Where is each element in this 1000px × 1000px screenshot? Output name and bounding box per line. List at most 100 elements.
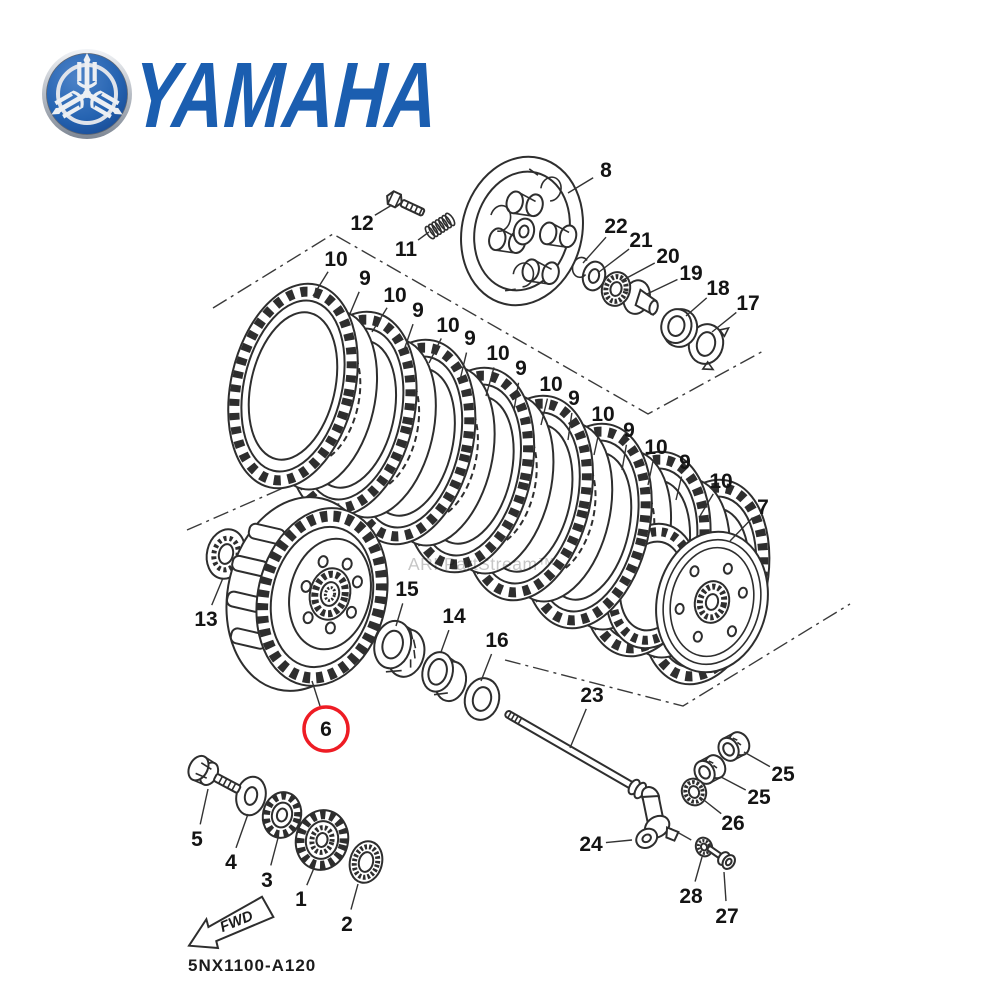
callout-label-22: 22 (604, 215, 627, 238)
part-code-label: 5NX1100-A120 (188, 956, 316, 975)
callout-label-21: 21 (629, 229, 653, 252)
leader-line (485, 367, 495, 397)
callout-label-28: 28 (679, 885, 703, 908)
leader-line (417, 231, 430, 241)
bolt-5-part (187, 754, 242, 794)
callout-label-10: 10 (436, 314, 459, 337)
leader-line (593, 428, 601, 456)
screw-27-part (706, 845, 736, 870)
spacer-18-part (660, 308, 699, 348)
leader-line (582, 236, 607, 264)
callout-label-9: 9 (515, 357, 527, 380)
leader-line (598, 248, 630, 273)
collar-19-part (622, 279, 659, 317)
bearing-25b-part (693, 754, 727, 785)
highlight-circle (302, 705, 350, 753)
gear-1-part (294, 809, 350, 871)
leader-line (199, 788, 209, 825)
callout-label-9: 9 (568, 387, 580, 410)
leader-line (312, 271, 329, 297)
callout-label-17: 17 (736, 292, 759, 315)
push-rod-23-part (504, 710, 655, 802)
leader-line (711, 311, 737, 333)
leader-line (567, 412, 573, 441)
leader-line (403, 323, 414, 351)
callout-label-11: 11 (395, 238, 418, 261)
oil-seal-26-part (680, 777, 708, 807)
friction-plate-part (227, 282, 359, 490)
logo-wordmark: YAMAHA (123, 43, 450, 146)
phantom-line (212, 233, 766, 415)
callout-label-10: 10 (486, 342, 509, 365)
bearing-2-part (348, 840, 384, 884)
leader-line (605, 839, 633, 844)
spring-11-part (424, 212, 456, 240)
callout-label-9: 9 (412, 299, 424, 322)
leader-line (428, 338, 442, 364)
callout-label-10: 10 (324, 248, 347, 271)
callout-label-26: 26 (721, 812, 744, 835)
clutch-boss-7-part (655, 530, 769, 674)
callout-label-16: 16 (485, 629, 508, 652)
callout-label-19: 19 (679, 262, 702, 285)
leader-line (371, 307, 388, 333)
highlight-layer: 6 (302, 680, 350, 753)
callout-label-27: 27 (715, 905, 738, 928)
callout-label-10: 10 (383, 284, 406, 307)
phantom-line (504, 603, 851, 707)
leader-line (720, 776, 747, 791)
callout-label-20: 20 (656, 245, 679, 268)
callout-label-9: 9 (464, 327, 476, 350)
callout-label-4: 4 (225, 851, 237, 874)
callout-label-14: 14 (442, 605, 466, 628)
callout-label-25: 25 (747, 786, 771, 809)
spacer-14-part (421, 651, 468, 703)
watermark-text: ARI PartStream™ (408, 554, 556, 574)
leader-line (350, 883, 359, 910)
callout-label-2: 2 (341, 913, 353, 936)
callout-label-6-highlighted: 6 (320, 718, 332, 741)
callout-label-3: 3 (261, 869, 273, 892)
leader-line (540, 398, 549, 426)
lock-washer-17-part (685, 323, 731, 371)
logo-emblem (42, 49, 132, 139)
leader-line (646, 278, 678, 295)
leader-line (395, 603, 404, 627)
yamaha-logo: YAMAHA (42, 43, 450, 146)
leader-line (675, 476, 683, 501)
callout-label-10: 10 (709, 470, 732, 493)
leader-line (311, 680, 321, 707)
push-lever-24-part (635, 786, 680, 849)
callout-label-9: 9 (359, 267, 371, 290)
callout-label-7: 7 (757, 496, 769, 519)
bolt-12-part (386, 190, 426, 217)
callout-label-5: 5 (191, 828, 203, 851)
bearing-15-part (373, 619, 426, 678)
leader-line (569, 708, 587, 749)
leader-line (459, 352, 468, 381)
leader-line (647, 461, 654, 486)
callout-label-8: 8 (600, 159, 612, 182)
callout-label-18: 18 (706, 277, 730, 300)
leader-line (440, 629, 450, 653)
leader-line (348, 291, 360, 317)
callout-label-10: 10 (539, 373, 562, 396)
leader-line (374, 204, 393, 216)
leader-line (235, 813, 249, 849)
leader-line (567, 177, 594, 194)
callout-label-12: 12 (350, 212, 373, 235)
leader-line (621, 444, 628, 471)
callout-label-15: 15 (395, 578, 419, 601)
leader-line (729, 517, 754, 542)
gear-3-part (261, 791, 303, 839)
leader-line (694, 856, 703, 882)
callout-label-9: 9 (679, 451, 691, 474)
callout-label-9: 9 (623, 419, 635, 442)
callout-label-13: 13 (194, 608, 217, 631)
leader-line (743, 751, 771, 768)
pressure-plate-8-part (460, 155, 584, 307)
leader-line (211, 577, 224, 606)
washer-16-part (463, 677, 501, 721)
